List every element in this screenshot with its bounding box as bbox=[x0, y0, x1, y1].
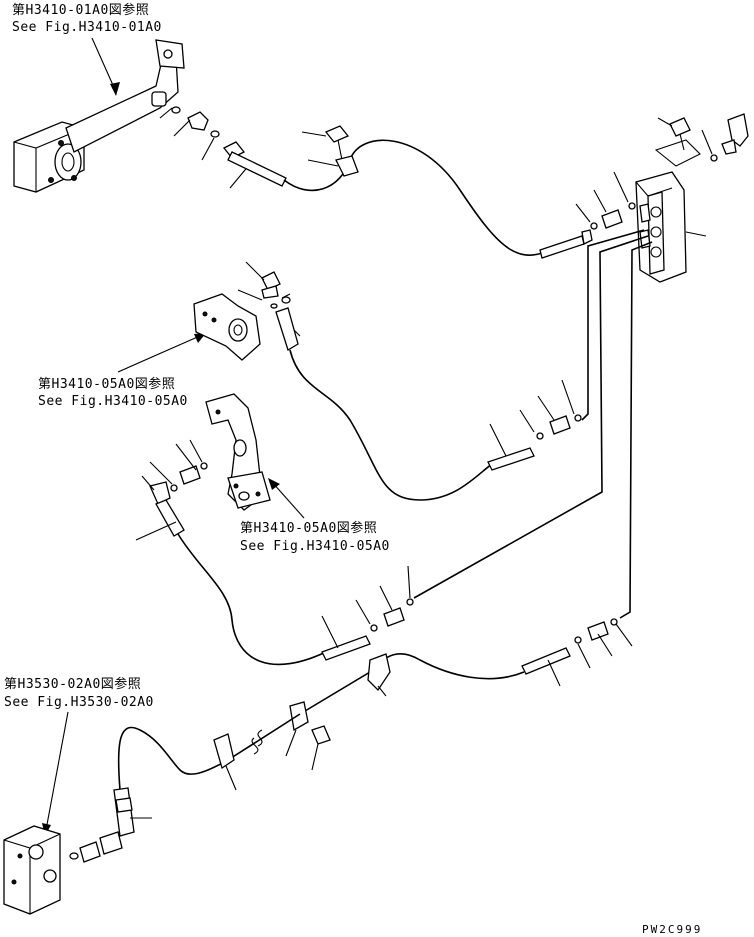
elbow-pipe-center bbox=[205, 393, 271, 511]
control-valve-block-right bbox=[635, 171, 707, 283]
reference-label-middle: 第H3410-05A0図参照 See Fig.H3410-05A0 bbox=[240, 520, 390, 554]
fittings-top-left bbox=[159, 106, 251, 189]
fittings-bottom-left bbox=[69, 787, 152, 863]
reference-label-middle-left: 第H3410-05A0図参照 See Fig.H3410-05A0 bbox=[38, 376, 188, 409]
drawing-code: PW2C999 bbox=[642, 923, 702, 936]
suction-pipe-top bbox=[65, 39, 185, 153]
elbow-fitting-right bbox=[701, 113, 749, 162]
flange-elbow-middle-left bbox=[193, 293, 261, 361]
fittings-center-left bbox=[141, 439, 208, 505]
tubes-right bbox=[413, 229, 653, 619]
hose-bottom bbox=[117, 652, 525, 791]
bolt-right-top bbox=[654, 117, 701, 167]
reference-jp: 第H3410-05A0図参照 bbox=[240, 520, 377, 536]
hose-middle bbox=[289, 349, 582, 501]
bolt-top bbox=[301, 125, 359, 177]
reference-label-bottom: 第H3530-02A0図参照 See Fig.H3530-02A0 bbox=[4, 676, 154, 710]
fittings-bottom-right bbox=[521, 618, 633, 687]
reference-label-top: 第H3410-01A0図参照 See Fig.H3410-01A0 bbox=[12, 2, 162, 35]
valve-block-bottom bbox=[3, 825, 61, 915]
fittings-middle bbox=[237, 261, 301, 351]
reference-jp: 第H3410-05A0図参照 bbox=[38, 376, 175, 392]
pump-block-top bbox=[13, 121, 85, 193]
reference-jp: 第H3530-02A0図参照 bbox=[4, 676, 141, 692]
reference-en: See Fig.H3410-05A0 bbox=[38, 394, 188, 409]
hose-lower-left bbox=[135, 499, 414, 666]
reference-en: See Fig.H3530-02A0 bbox=[4, 695, 154, 710]
reference-en: See Fig.H3410-05A0 bbox=[240, 539, 390, 554]
reference-en: See Fig.H3410-01A0 bbox=[12, 20, 162, 35]
fittings-right-upper bbox=[575, 171, 636, 230]
reference-jp: 第H3410-01A0図参照 bbox=[12, 2, 149, 18]
hose-top bbox=[227, 139, 593, 259]
